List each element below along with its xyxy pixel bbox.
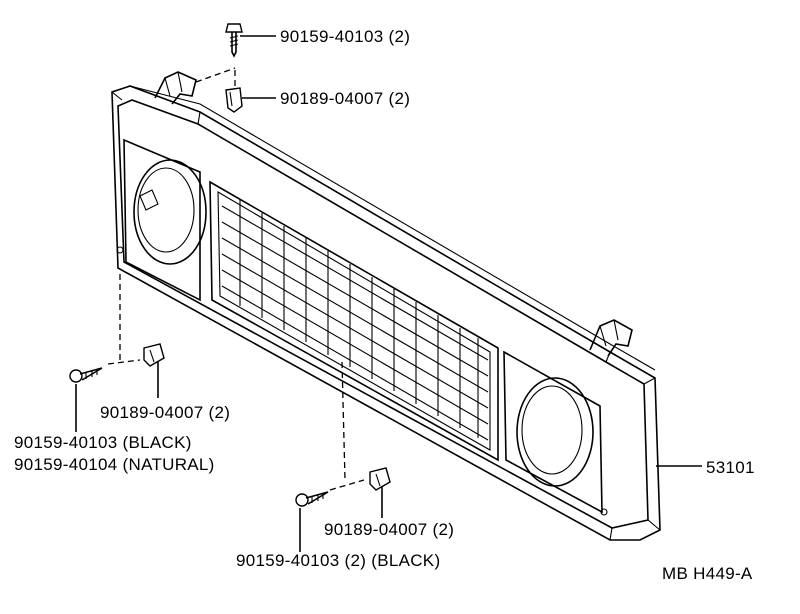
label-top-screw: 90159-40103 (2) bbox=[280, 27, 410, 46]
screw-icon bbox=[295, 491, 329, 507]
assembly-line-left-fastener bbox=[107, 359, 141, 365]
clip-icon bbox=[369, 467, 391, 491]
label-bottom-screw: 90159-40103 (2) (BLACK) bbox=[236, 551, 440, 570]
grille-mesh bbox=[221, 200, 489, 441]
clip-icon bbox=[143, 343, 165, 367]
label-top-clip: 90189-04007 (2) bbox=[280, 89, 410, 108]
radiator-grille bbox=[111, 71, 661, 541]
leader-lines bbox=[75, 35, 702, 552]
label-left-screw-black: 90159-40103 (BLACK) bbox=[14, 433, 192, 452]
label-left-screw-natural: 90159-40104 (NATURAL) bbox=[14, 455, 215, 474]
reference-code: MB H449-A bbox=[662, 564, 753, 583]
label-grille: 53101 bbox=[706, 458, 755, 477]
label-bottom-clip: 90189-04007 (2) bbox=[324, 520, 454, 539]
screw-icon bbox=[69, 367, 103, 383]
assembly-line-bottom-fastener bbox=[329, 479, 365, 491]
assembly-line-top-tab bbox=[195, 67, 236, 83]
assembly-line-bottom bbox=[341, 361, 346, 481]
label-left-clip: 90189-04007 (2) bbox=[100, 403, 230, 422]
clip-icon bbox=[225, 87, 243, 113]
screw-icon bbox=[225, 23, 243, 58]
